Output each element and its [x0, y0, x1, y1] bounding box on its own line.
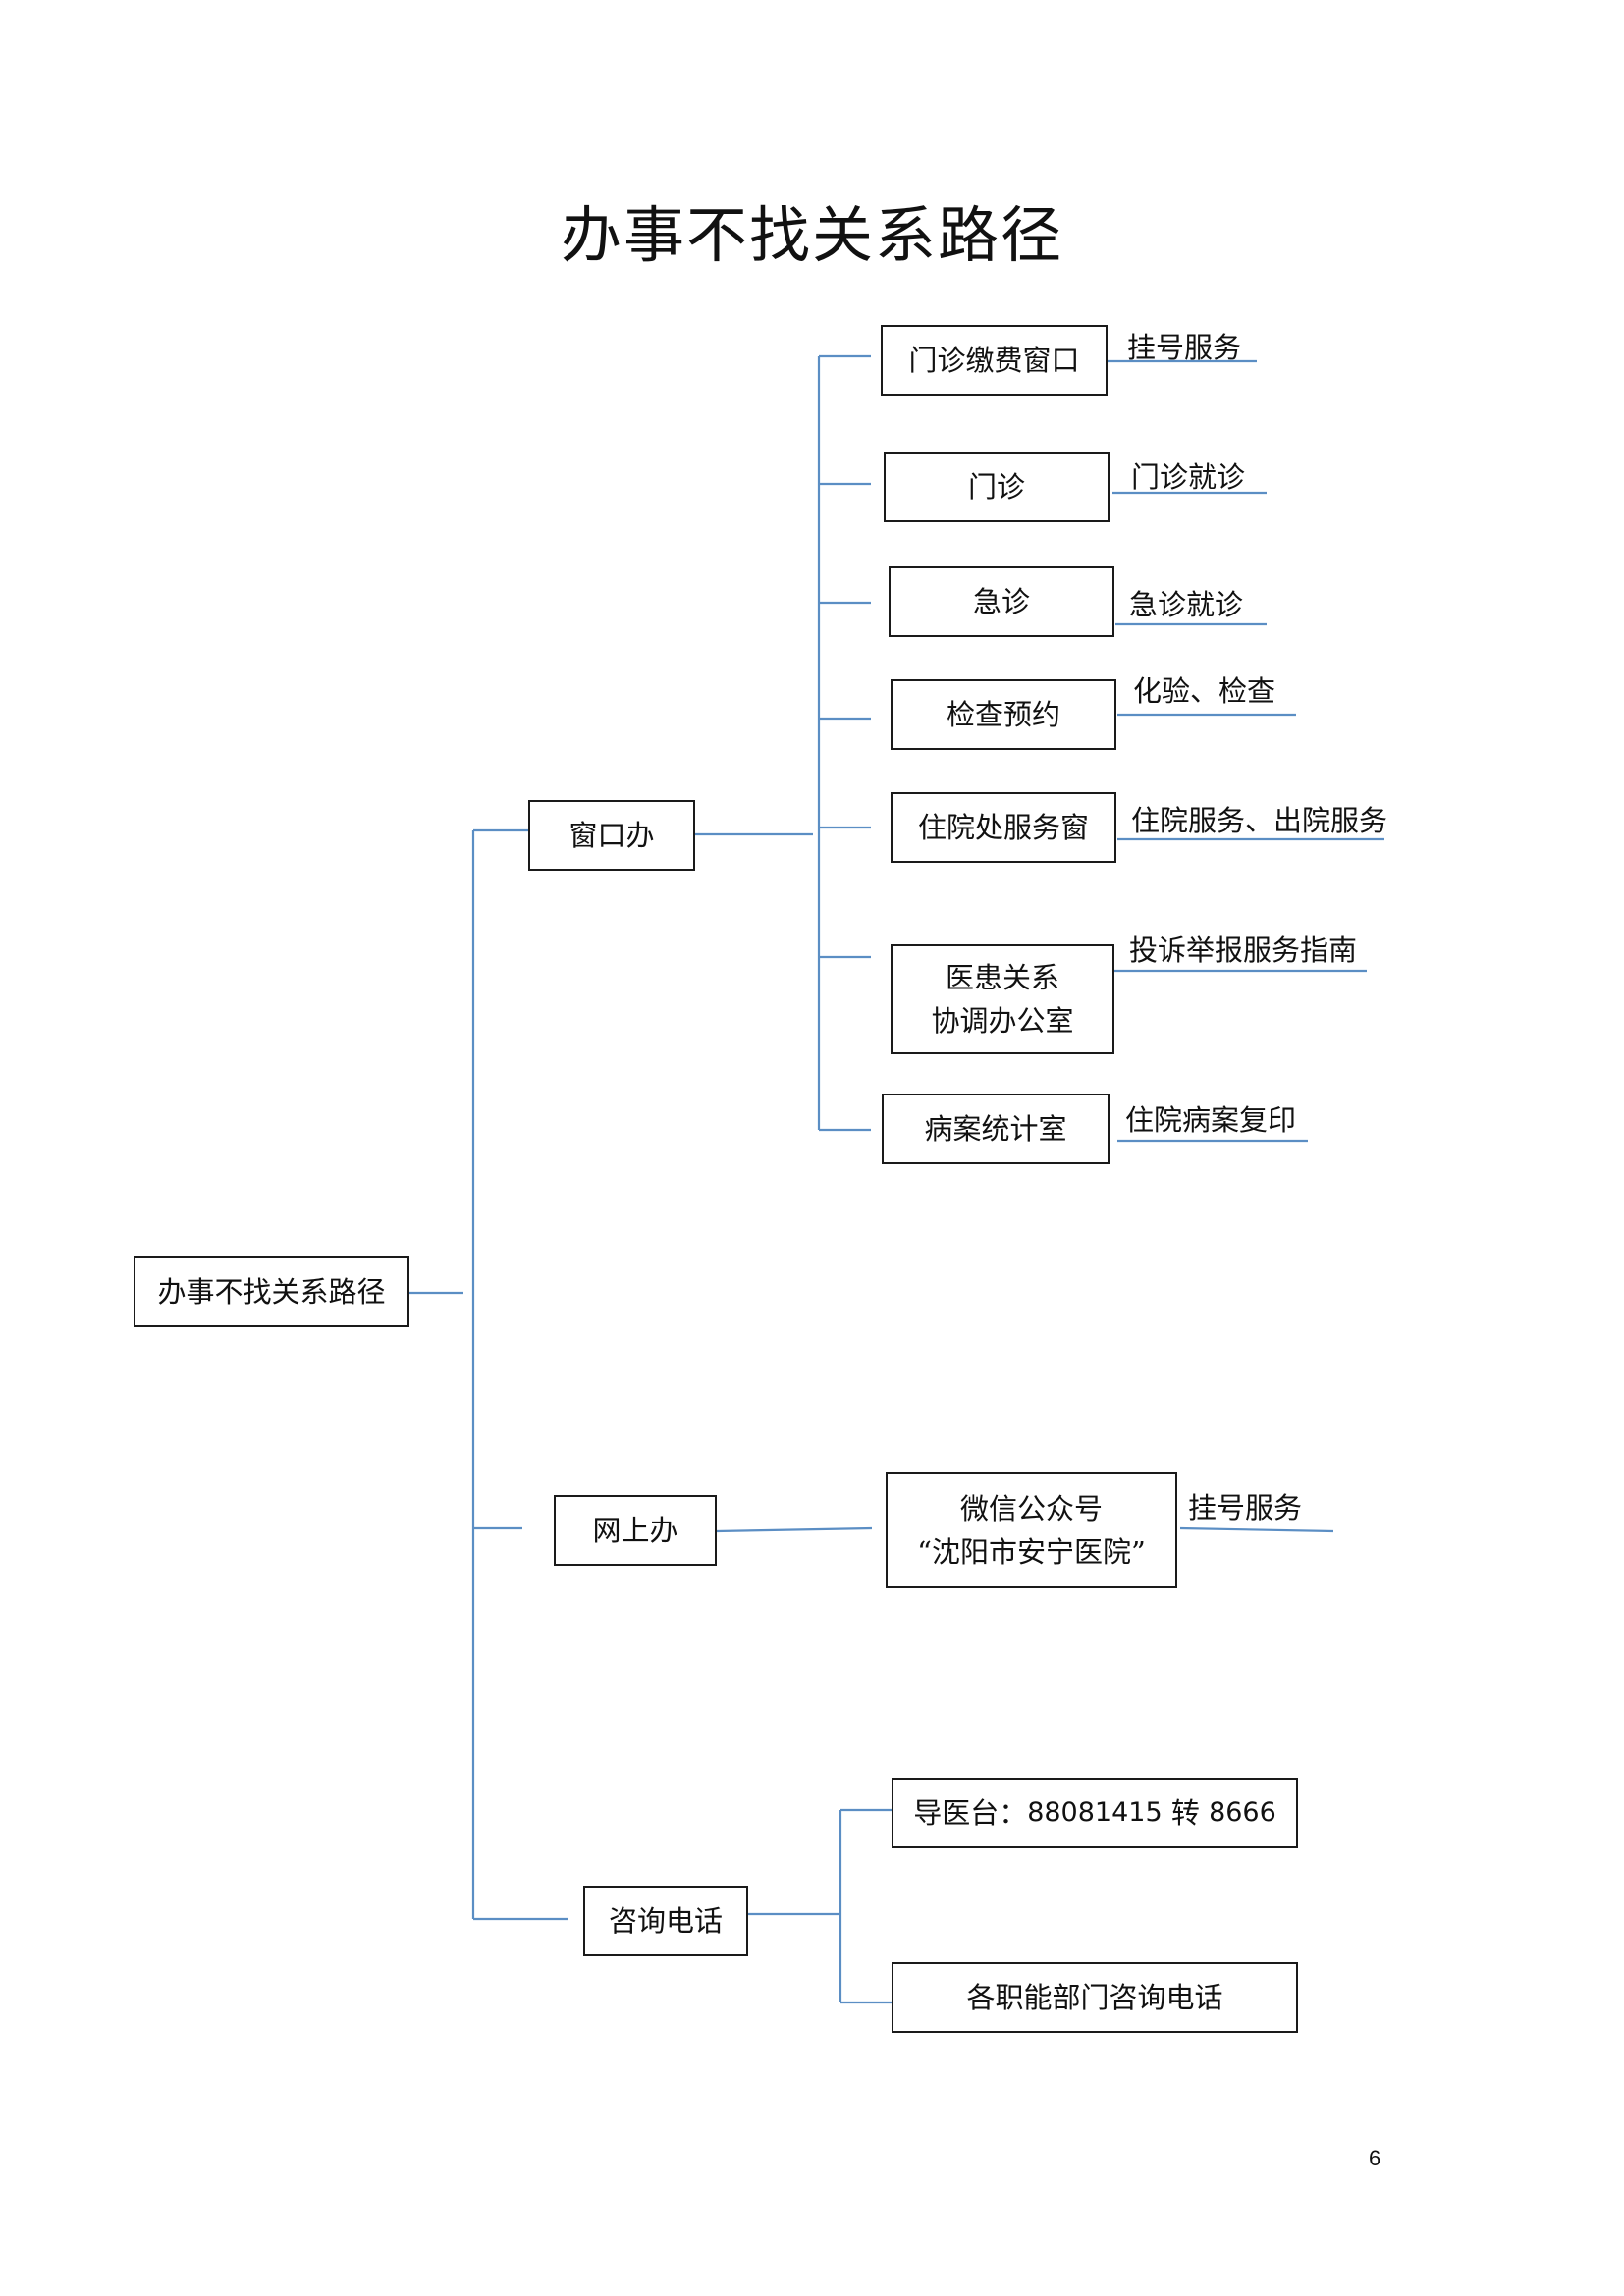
note-label: 住院服务、出院服务: [1131, 804, 1388, 837]
leaf-node-inpatient-window: 住院处服务窗: [891, 792, 1116, 863]
leaf-node-department-phones: 各职能部门咨询电话: [892, 1962, 1298, 2033]
note-label: 挂号服务: [1127, 331, 1242, 364]
leaf-node-label: 住院处服务窗: [917, 811, 1089, 844]
leaf-node-label-line: 微信公众号: [959, 1492, 1103, 1525]
phone-extension: 8666: [1209, 1797, 1276, 1828]
phone-number: 88081415: [1027, 1797, 1163, 1828]
note-label: 住院病案复印: [1125, 1103, 1297, 1137]
leaf-node-guide-desk-phone: 导医台：88081415 转 8666: [892, 1778, 1298, 1848]
online-out: [716, 1526, 873, 1533]
leaf-node-outpatient: 门诊: [884, 452, 1110, 522]
note-label: 化验、检查: [1133, 674, 1276, 708]
page-title: 办事不找关系路径: [560, 199, 1063, 271]
leaf-node-label: 急诊: [972, 585, 1030, 618]
note-label: 急诊就诊: [1129, 588, 1244, 621]
leaf-node-label: 病案统计室: [924, 1112, 1067, 1146]
root-node-label: 办事不找关系路径: [157, 1275, 386, 1308]
page-number: 6: [1369, 2146, 1381, 2170]
note-label: 门诊就诊: [1131, 460, 1246, 494]
note-label: 投诉举报服务指南: [1129, 934, 1358, 967]
leaf-node-wechat-account: 微信公众号 “沈阳市安宁医院”: [886, 1472, 1177, 1588]
leaf-node-label: 门诊缴费窗口: [908, 344, 1080, 377]
note-label: 挂号服务: [1188, 1491, 1303, 1524]
branch-node-online: 网上办: [554, 1495, 717, 1566]
leaf-node-exam-booking: 检查预约: [891, 679, 1116, 750]
leaf-node-label-line: 协调办公室: [931, 1004, 1074, 1038]
leaf-node-emergency: 急诊: [889, 566, 1114, 637]
phone-mid: 转: [1162, 1796, 1210, 1830]
leaf-node-patient-relations-office: 医患关系 协调办公室: [891, 944, 1114, 1054]
leaf-node-label: 各职能部门咨询电话: [966, 1981, 1223, 2014]
leaf-node-label: 检查预约: [946, 698, 1060, 731]
leaf-node-label-line: “沈阳市安宁医院”: [917, 1535, 1146, 1569]
leaf-node-payment-window: 门诊缴费窗口: [881, 325, 1108, 396]
branch-node-label: 窗口办: [568, 819, 655, 852]
leaf-node-medical-records: 病案统计室: [882, 1094, 1110, 1164]
leaf-node-label: 门诊: [967, 470, 1025, 504]
root-node: 办事不找关系路径: [134, 1256, 409, 1327]
phone-prefix: 导医台：: [913, 1796, 1028, 1830]
branch-node-window: 窗口办: [528, 800, 695, 871]
note-underline-8: [1179, 1526, 1334, 1533]
leaf-node-label-line: 医患关系: [945, 961, 1059, 994]
branch-node-label: 咨询电话: [608, 1904, 723, 1938]
branch-node-label: 网上办: [592, 1514, 678, 1547]
branch-node-phone: 咨询电话: [583, 1886, 748, 1956]
